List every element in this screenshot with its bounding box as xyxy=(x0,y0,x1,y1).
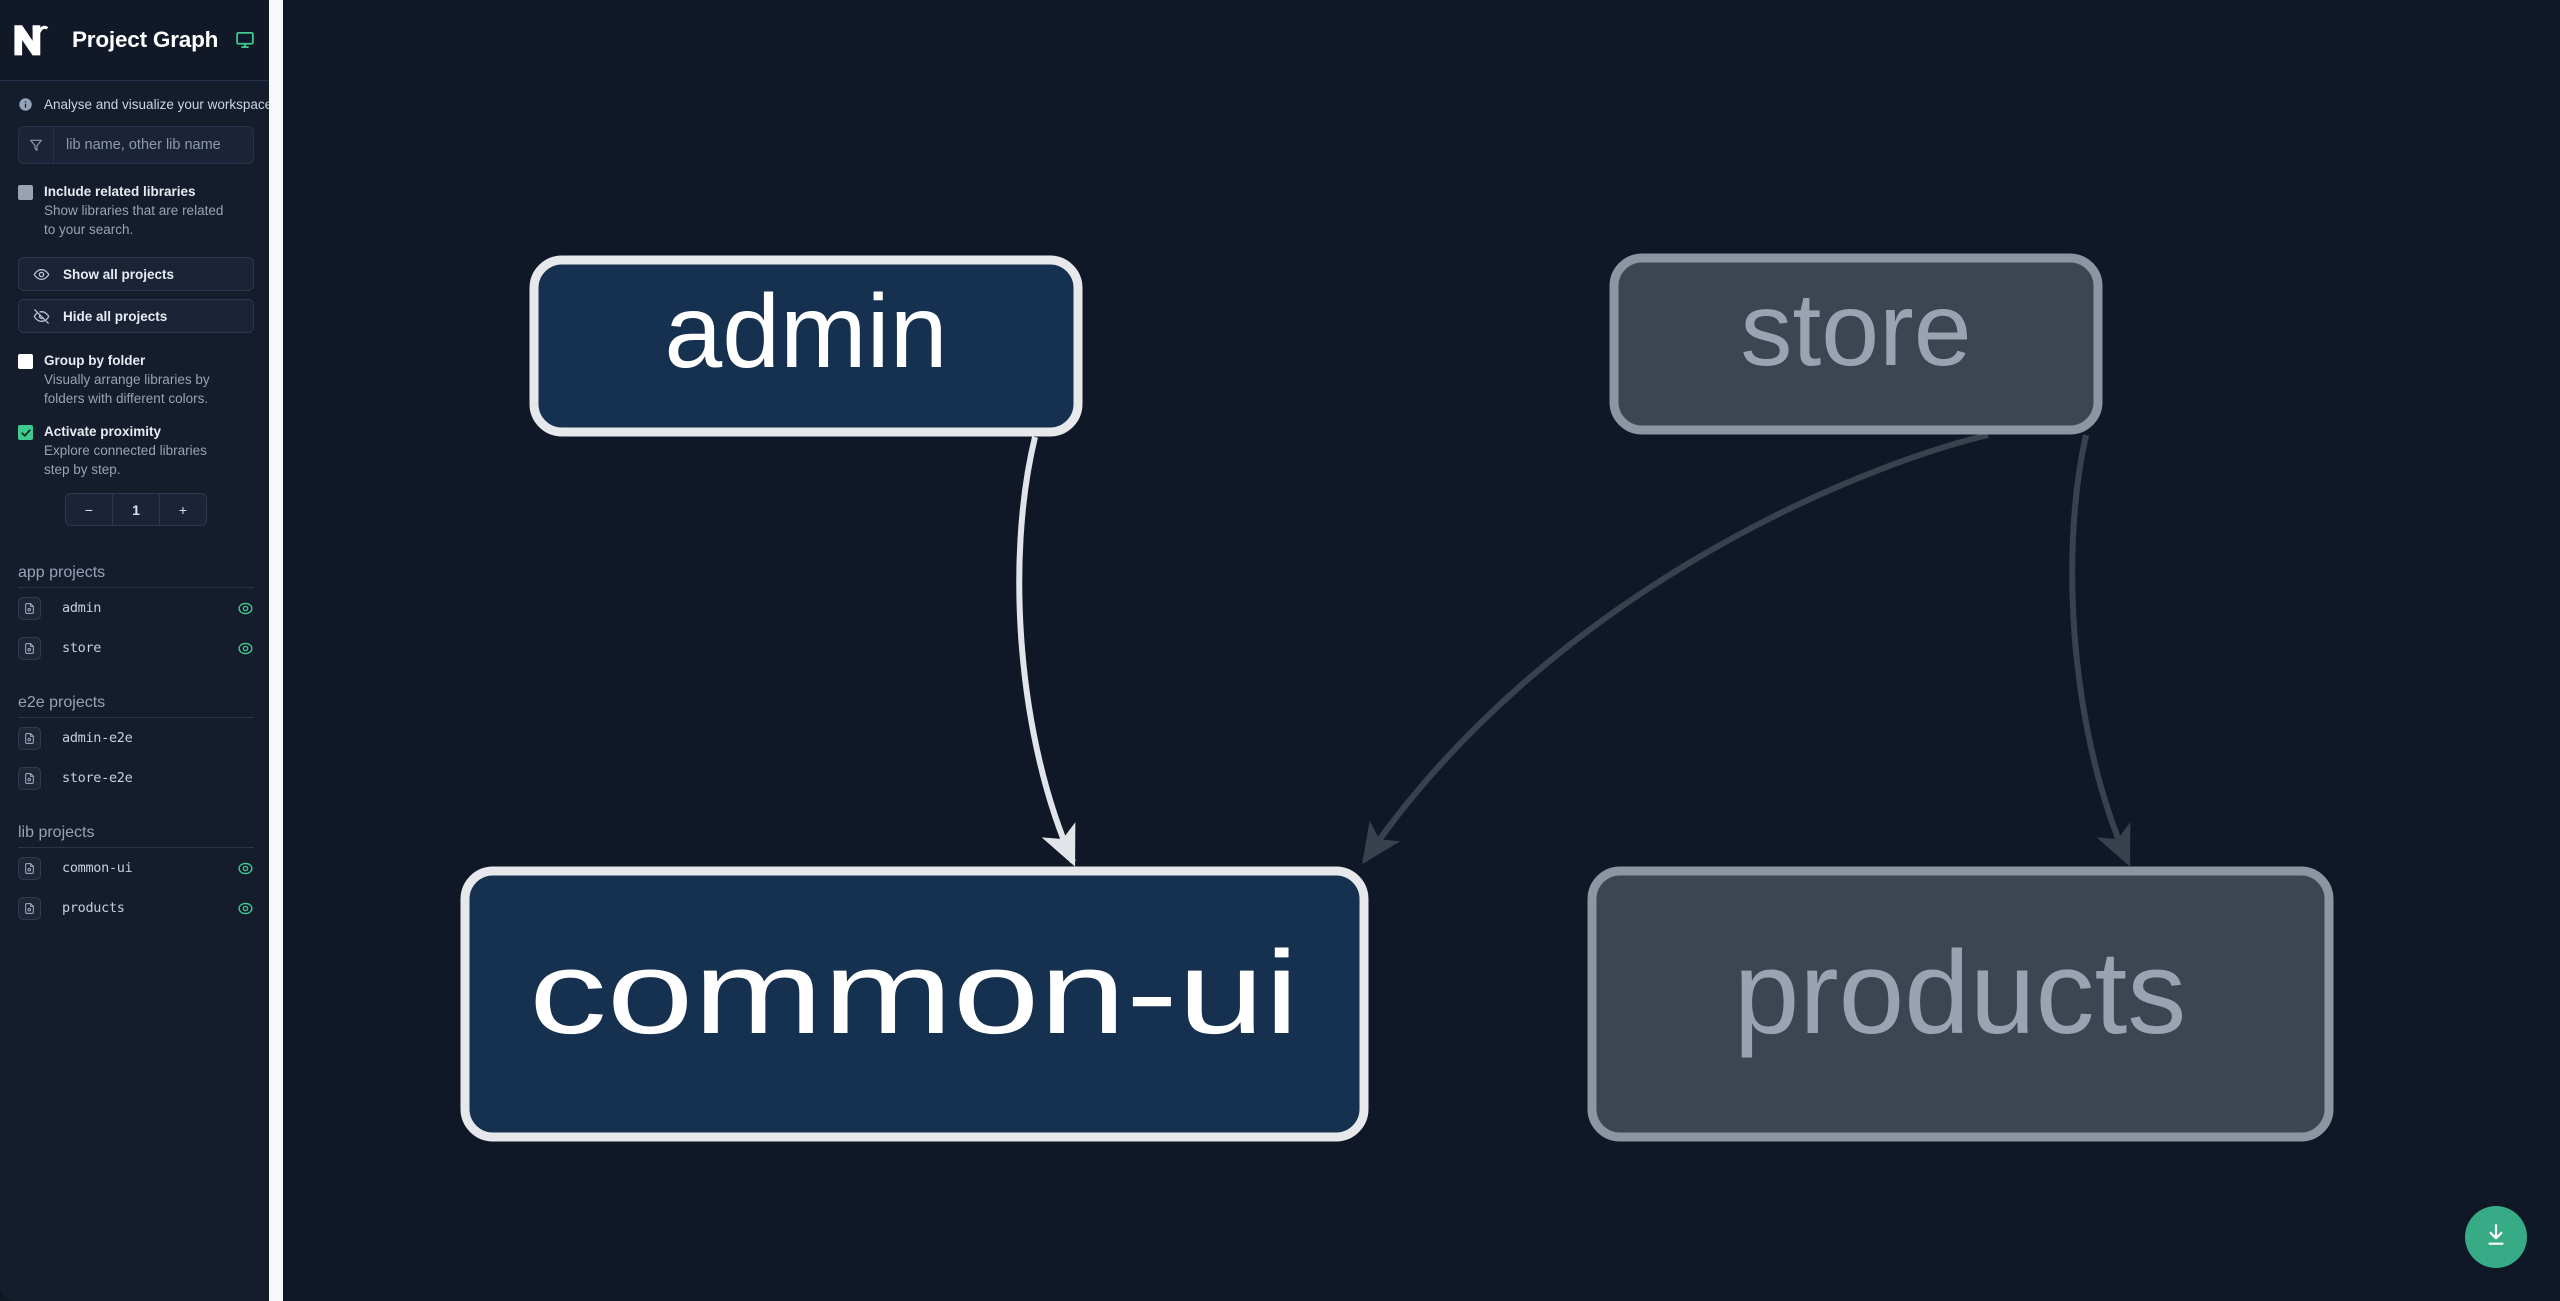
eye-off-icon xyxy=(33,308,50,325)
node-rect-common-ui[interactable] xyxy=(460,866,1369,1142)
option-description: Visually arrange libraries by folders wi… xyxy=(44,372,210,406)
node-label-products: products xyxy=(1734,927,2187,1059)
project-file-icon xyxy=(18,766,41,790)
proximity-decrement-button[interactable]: − xyxy=(84,501,94,518)
group-divider xyxy=(18,847,254,848)
list-item[interactable]: admin-e2e xyxy=(18,718,254,758)
download-icon xyxy=(2483,1222,2509,1253)
sidebar: Project Graph Analyse and visualize yo xyxy=(0,0,272,1301)
proximity-stepper: − 1 + xyxy=(65,493,207,526)
node-label-common-ui: common-ui xyxy=(529,927,1299,1059)
edge-store-to-products xyxy=(2069,434,2131,867)
download-graph-button[interactable] xyxy=(2465,1206,2527,1268)
graph-nodes: admin store common-ui products xyxy=(460,253,2334,1142)
eye-visible-icon[interactable] xyxy=(237,640,254,657)
monitor-icon[interactable] xyxy=(235,30,255,50)
option-group-by-folder[interactable]: Group by folder Visually arrange librari… xyxy=(0,333,272,408)
project-name: admin-e2e xyxy=(62,730,133,746)
search-box[interactable] xyxy=(18,126,254,164)
hide-all-projects-label: Hide all projects xyxy=(63,308,168,324)
graph-node-store[interactable]: store xyxy=(1609,253,2103,435)
sidebar-scrollbar[interactable] xyxy=(269,0,283,1301)
tagline-row: Analyse and visualize your workspace. xyxy=(0,81,272,126)
list-item[interactable]: products xyxy=(18,888,254,928)
list-item[interactable]: store xyxy=(18,628,254,668)
project-name: products xyxy=(62,900,125,916)
project-name: admin xyxy=(62,600,102,616)
search-input[interactable] xyxy=(54,127,253,163)
group-divider xyxy=(18,717,254,718)
graph-node-admin[interactable]: admin xyxy=(529,255,1083,437)
project-graph-svg: admin store common-ui products xyxy=(460,253,2334,1142)
hide-all-projects-button[interactable]: Hide all projects xyxy=(18,299,254,333)
list-item[interactable]: store-e2e xyxy=(18,758,254,798)
option-title: Group by folder xyxy=(44,353,146,368)
graph-edges xyxy=(1016,432,2131,867)
show-all-projects-wrap: Show all projects xyxy=(0,239,272,291)
checkbox-activate-proximity[interactable] xyxy=(18,425,33,440)
option-description: Explore connected libraries step by step… xyxy=(44,443,207,477)
option-activate-proximity[interactable]: Activate proximity Explore connected lib… xyxy=(0,408,272,479)
checkbox-group-by-folder[interactable] xyxy=(18,354,33,369)
list-item[interactable]: common-ui xyxy=(18,848,254,888)
eye-visible-icon[interactable] xyxy=(237,860,254,877)
sidebar-header: Project Graph xyxy=(0,0,272,81)
project-file-icon xyxy=(18,726,41,750)
node-label-admin: admin xyxy=(664,274,947,390)
info-circle-icon xyxy=(18,97,33,112)
nx-logo-icon xyxy=(13,21,55,59)
group-title: app projects xyxy=(18,564,106,581)
proximity-increment-button[interactable]: + xyxy=(178,501,188,518)
project-name: common-ui xyxy=(62,860,133,876)
project-file-icon xyxy=(18,896,41,920)
project-name: store xyxy=(62,640,102,656)
filter-funnel-icon xyxy=(19,127,54,163)
eye-visible-icon[interactable] xyxy=(237,600,254,617)
option-title: Include related libraries xyxy=(44,184,196,199)
eye-visible-icon[interactable] xyxy=(237,900,254,917)
edge-admin-to-common-ui xyxy=(1016,436,1076,867)
proximity-value: 1 xyxy=(112,494,160,525)
project-file-icon xyxy=(18,636,41,660)
project-name: store-e2e xyxy=(62,770,133,786)
graph-canvas[interactable]: admin store common-ui products xyxy=(283,0,2560,1301)
hide-all-projects-wrap: Hide all projects xyxy=(0,291,272,333)
group-title: lib projects xyxy=(18,824,95,841)
edge-store-to-common-ui xyxy=(1362,432,1989,865)
node-rect-products[interactable] xyxy=(1587,866,2334,1142)
project-group-lib-projects: lib projects common-ui xyxy=(0,798,272,928)
checkbox-include-related-libraries[interactable] xyxy=(18,185,33,200)
list-item[interactable]: admin xyxy=(18,588,254,628)
graph-node-products[interactable]: products xyxy=(1587,866,2334,1142)
show-all-projects-label: Show all projects xyxy=(63,266,175,282)
sidebar-scroll-content: Project Graph Analyse and visualize yo xyxy=(0,0,272,1301)
search-section xyxy=(0,126,272,164)
node-rect-store[interactable] xyxy=(1609,253,2103,435)
project-file-icon xyxy=(18,596,41,620)
tagline-text: Analyse and visualize your workspace. xyxy=(44,97,272,112)
option-description: Show libraries that are related to your … xyxy=(44,203,224,237)
group-title: e2e projects xyxy=(18,694,106,711)
group-divider xyxy=(18,587,254,588)
eye-icon xyxy=(33,266,50,283)
option-include-related-libraries[interactable]: Include related libraries Show libraries… xyxy=(0,164,272,239)
option-title: Activate proximity xyxy=(44,424,162,439)
graph-node-common-ui[interactable]: common-ui xyxy=(460,866,1369,1142)
node-label-store: store xyxy=(1740,272,1971,388)
proximity-stepper-wrap: − 1 + xyxy=(0,479,272,526)
project-group-e2e-projects: e2e projects admin-e2e xyxy=(0,668,272,798)
project-group-app-projects: app projects admin xyxy=(0,526,272,668)
node-rect-admin[interactable] xyxy=(529,255,1083,437)
show-all-projects-button[interactable]: Show all projects xyxy=(18,257,254,291)
page-title: Project Graph xyxy=(72,27,219,52)
project-file-icon xyxy=(18,856,41,880)
